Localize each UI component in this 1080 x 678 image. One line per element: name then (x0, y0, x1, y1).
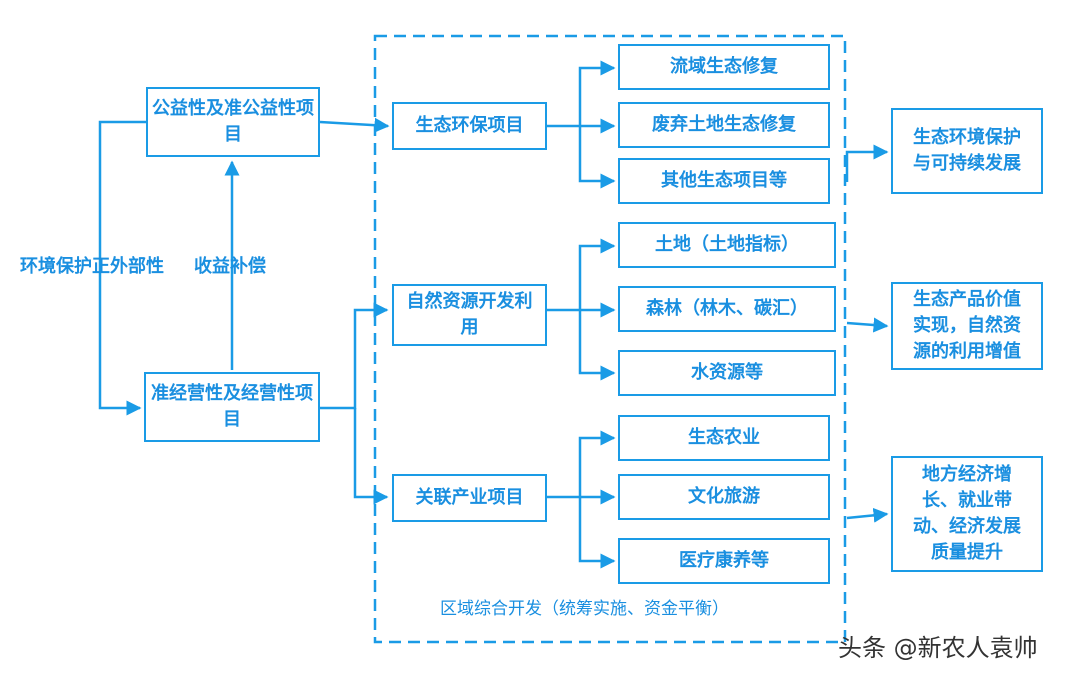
culture-tour-box: 文化旅游 (618, 474, 830, 520)
natural-resource-box: 自然资源开发利用 (392, 284, 547, 346)
basin-restore-box: 流域生态修复 (618, 44, 830, 90)
forest-box: 森林（林木、碳汇） (618, 286, 836, 332)
medical-care-box: 医疗康养等 (618, 538, 830, 584)
operating-project-box: 准经营性及经营性项目 (144, 372, 320, 442)
other-eco-box: 其他生态项目等 (618, 158, 830, 204)
output-env-box: 生态环境保护与可持续发展 (891, 108, 1043, 194)
externality-label: 环境保护正外部性 (20, 256, 164, 277)
output-economy-box: 地方经济增长、就业带动、经济发展质量提升 (891, 456, 1043, 572)
eco-agri-box: 生态农业 (618, 415, 830, 461)
watermark: 头条 @新农人袁帅 (838, 634, 1038, 662)
land-restore-box: 废弃土地生态修复 (618, 102, 830, 148)
compensation-label: 收益补偿 (194, 256, 266, 277)
region-border (373, 34, 847, 644)
public-project-box: 公益性及准公益性项目 (146, 87, 320, 157)
related-industry-box: 关联产业项目 (392, 474, 547, 522)
externality-line (98, 120, 146, 416)
eco-project-box: 生态环保项目 (392, 102, 547, 150)
land-box: 土地（土地指标） (618, 222, 836, 268)
region-caption: 区域综合开发（统筹实施、资金平衡） (440, 599, 729, 619)
output-value-box: 生态产品价值实现，自然资源的利用增值 (891, 282, 1043, 370)
water-box: 水资源等 (618, 350, 836, 396)
